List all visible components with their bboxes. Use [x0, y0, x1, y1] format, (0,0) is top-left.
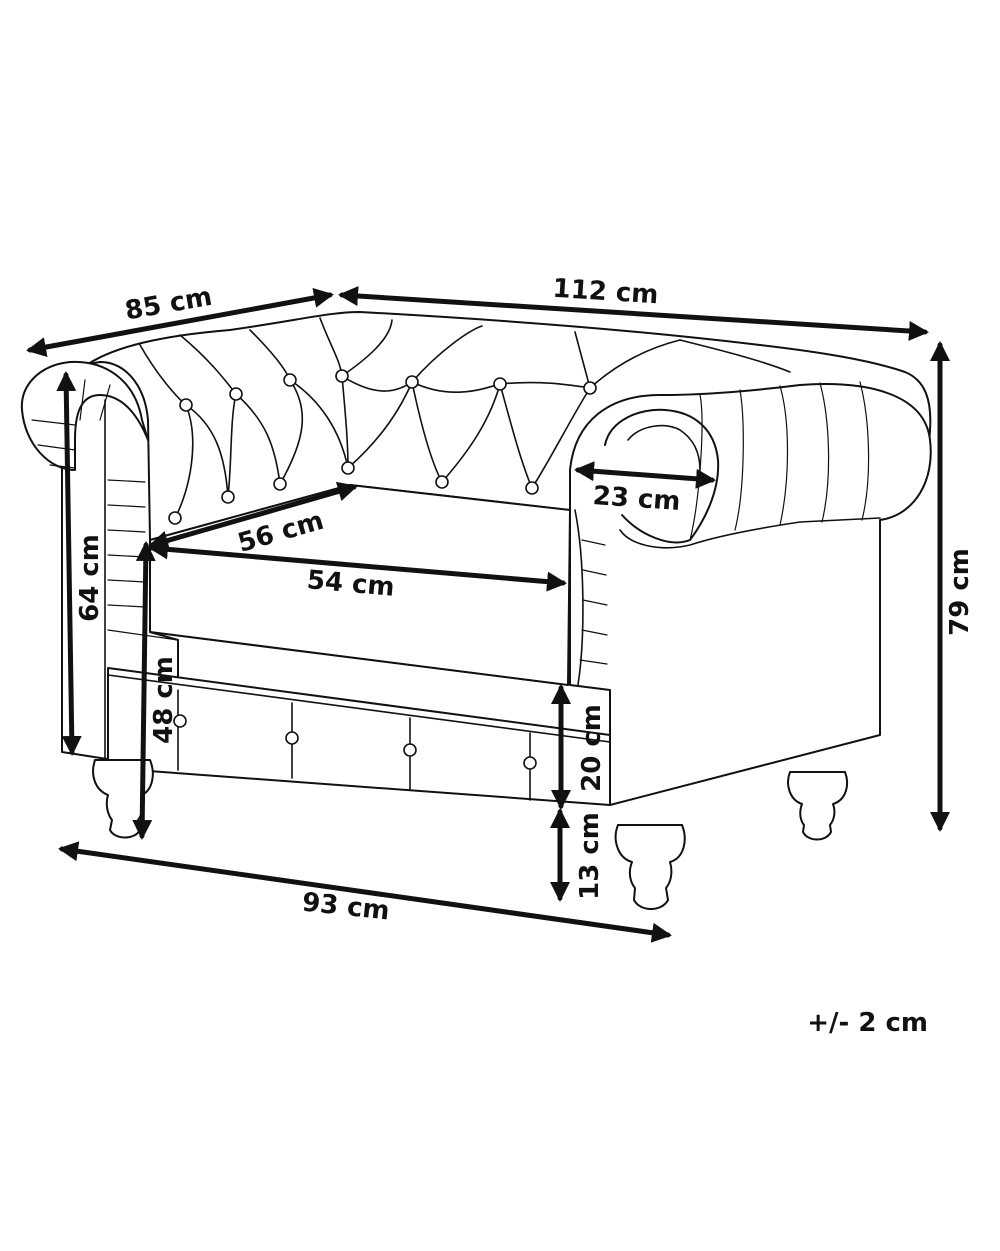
- base-height-label: 20 cm: [577, 704, 607, 792]
- arm-depth-arrow: [574, 461, 716, 489]
- seat-width-arrow: [148, 539, 567, 592]
- depth-arrow: [26, 288, 334, 357]
- armchair-drawing: [20, 311, 932, 910]
- dimension-arrows: [26, 286, 950, 943]
- width-label: 112 cm: [552, 274, 660, 311]
- arm-height-arrow: [56, 371, 82, 756]
- width-arrow: [338, 286, 929, 341]
- seat-depth-arrow: [148, 481, 358, 551]
- arm-depth-label: 23 cm: [592, 481, 682, 517]
- seat-height-label: 48 cm: [149, 656, 179, 744]
- front-base: [107, 667, 611, 806]
- arm-height-label: 64 cm: [75, 534, 105, 622]
- front-width-arrow: [58, 841, 672, 943]
- total-height-label: 79 cm: [945, 548, 975, 636]
- tolerance-note: +/- 2 cm: [807, 1008, 928, 1038]
- right-arm: [569, 381, 932, 806]
- seat-height-arrow: [132, 541, 156, 840]
- leg-height-label: 13 cm: [575, 812, 605, 900]
